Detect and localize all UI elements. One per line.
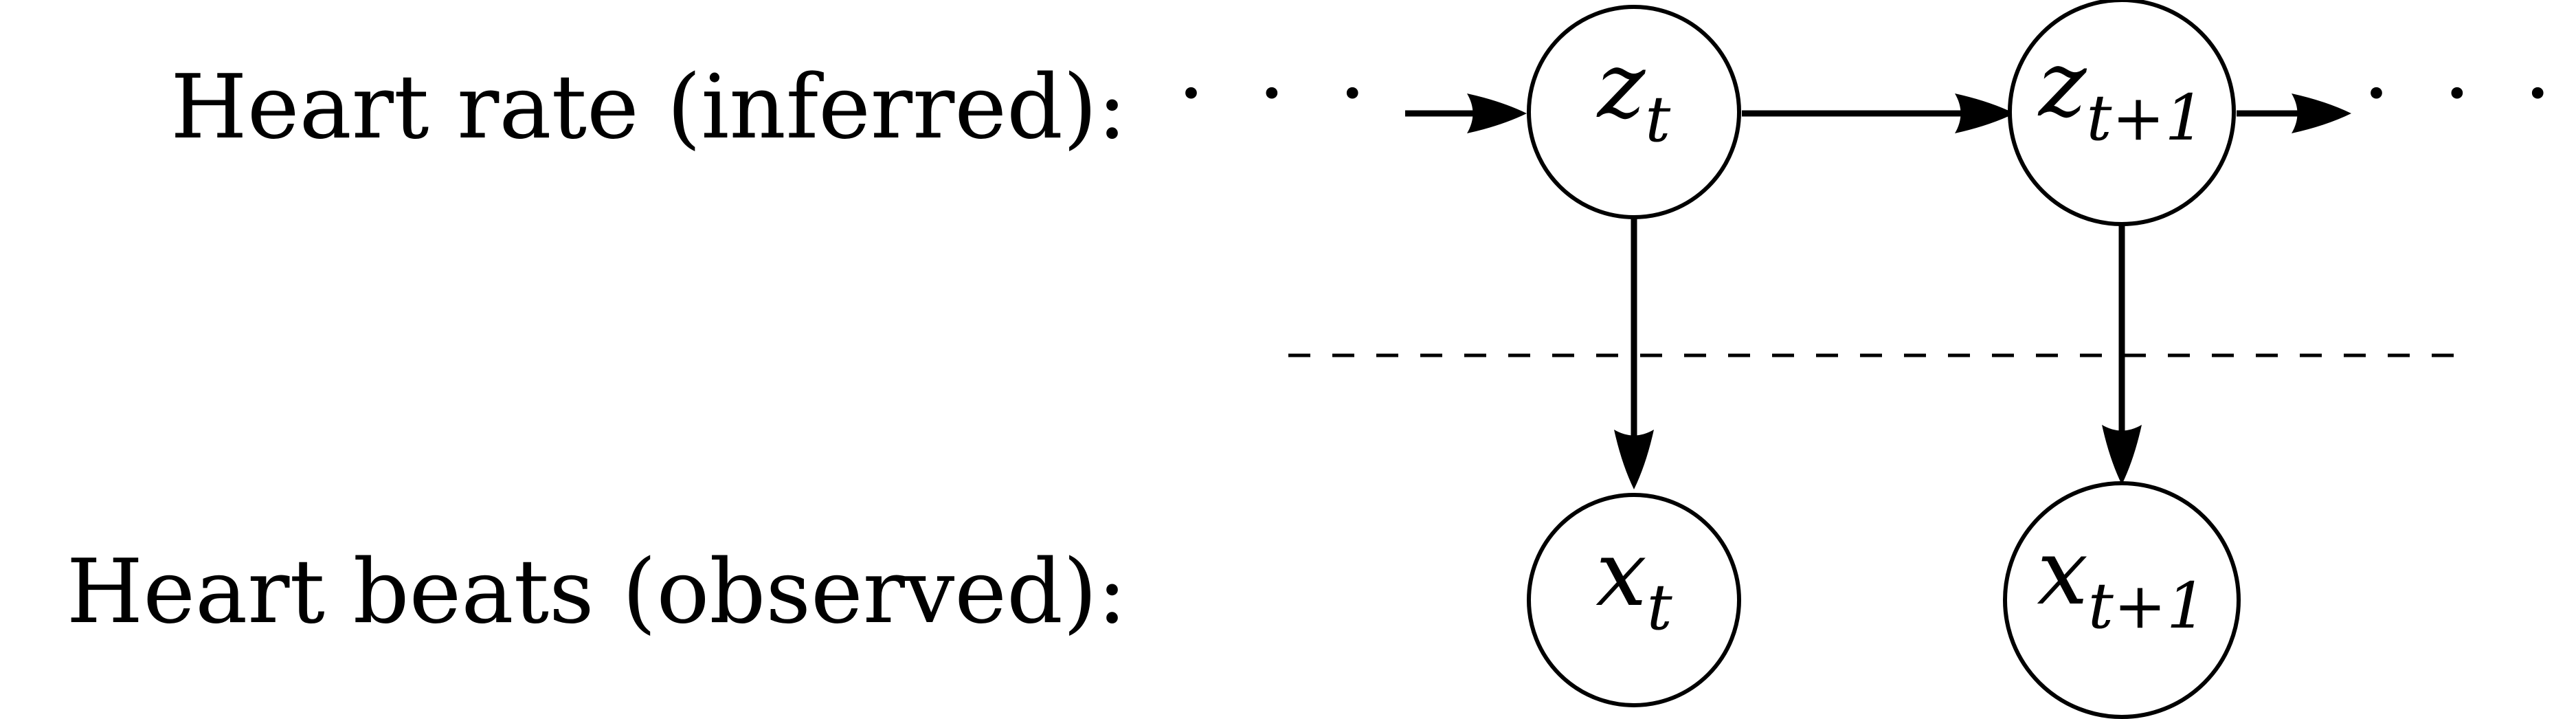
node-x-t: xt	[1527, 493, 1741, 707]
node-z-t-plus-1-variable: z	[2037, 32, 2087, 137]
node-z-t: zt	[1527, 5, 1741, 219]
node-x-t-plus-1: xt+1	[2003, 481, 2241, 719]
arrowhead-right-icon	[1955, 93, 2015, 133]
arrowhead-down-icon	[1614, 430, 1654, 489]
node-z-t-plus-1: zt+1	[2008, 0, 2236, 226]
node-z-t-subscript: t	[1645, 82, 1671, 156]
ellipsis-left: · · ·	[1177, 43, 1378, 145]
svg-text:xt+1: xt+1	[2037, 520, 2206, 643]
edge-incoming-to-zt	[1405, 93, 1527, 133]
node-z-t-plus-1-subscript-offset: +1	[2112, 81, 2205, 155]
node-z-t-plus-1-subscript: t	[2086, 81, 2112, 155]
ellipsis-right: · · ·	[2362, 43, 2564, 145]
label-heart-rate-inferred: Heart rate (inferred):	[170, 56, 1127, 159]
node-x-t-subscript: t	[1647, 571, 1673, 644]
edge-zt-to-zt1	[1742, 93, 2015, 133]
svg-text:xt: xt	[1595, 521, 1672, 644]
arrowhead-right-icon	[2292, 93, 2351, 133]
label-heart-beats-observed: Heart beats (observed):	[67, 541, 1127, 643]
edge-zt-to-xt	[1614, 219, 1654, 489]
arrowhead-right-icon	[1467, 93, 1527, 133]
node-x-t-plus-1-subscript-offset: +1	[2114, 569, 2207, 643]
node-x-t-variable: x	[1595, 521, 1646, 627]
edge-zt1-to-xt1	[2102, 223, 2142, 485]
node-x-t-plus-1-variable: x	[2037, 520, 2087, 626]
node-z-t-variable: z	[1596, 33, 1646, 139]
arrowhead-down-icon	[2102, 425, 2142, 485]
node-x-t-plus-1-subscript: t	[2088, 569, 2114, 643]
svg-text:zt: zt	[1596, 33, 1672, 156]
svg-text:zt+1: zt+1	[2037, 32, 2205, 155]
edge-zt1-outgoing	[2237, 93, 2351, 133]
